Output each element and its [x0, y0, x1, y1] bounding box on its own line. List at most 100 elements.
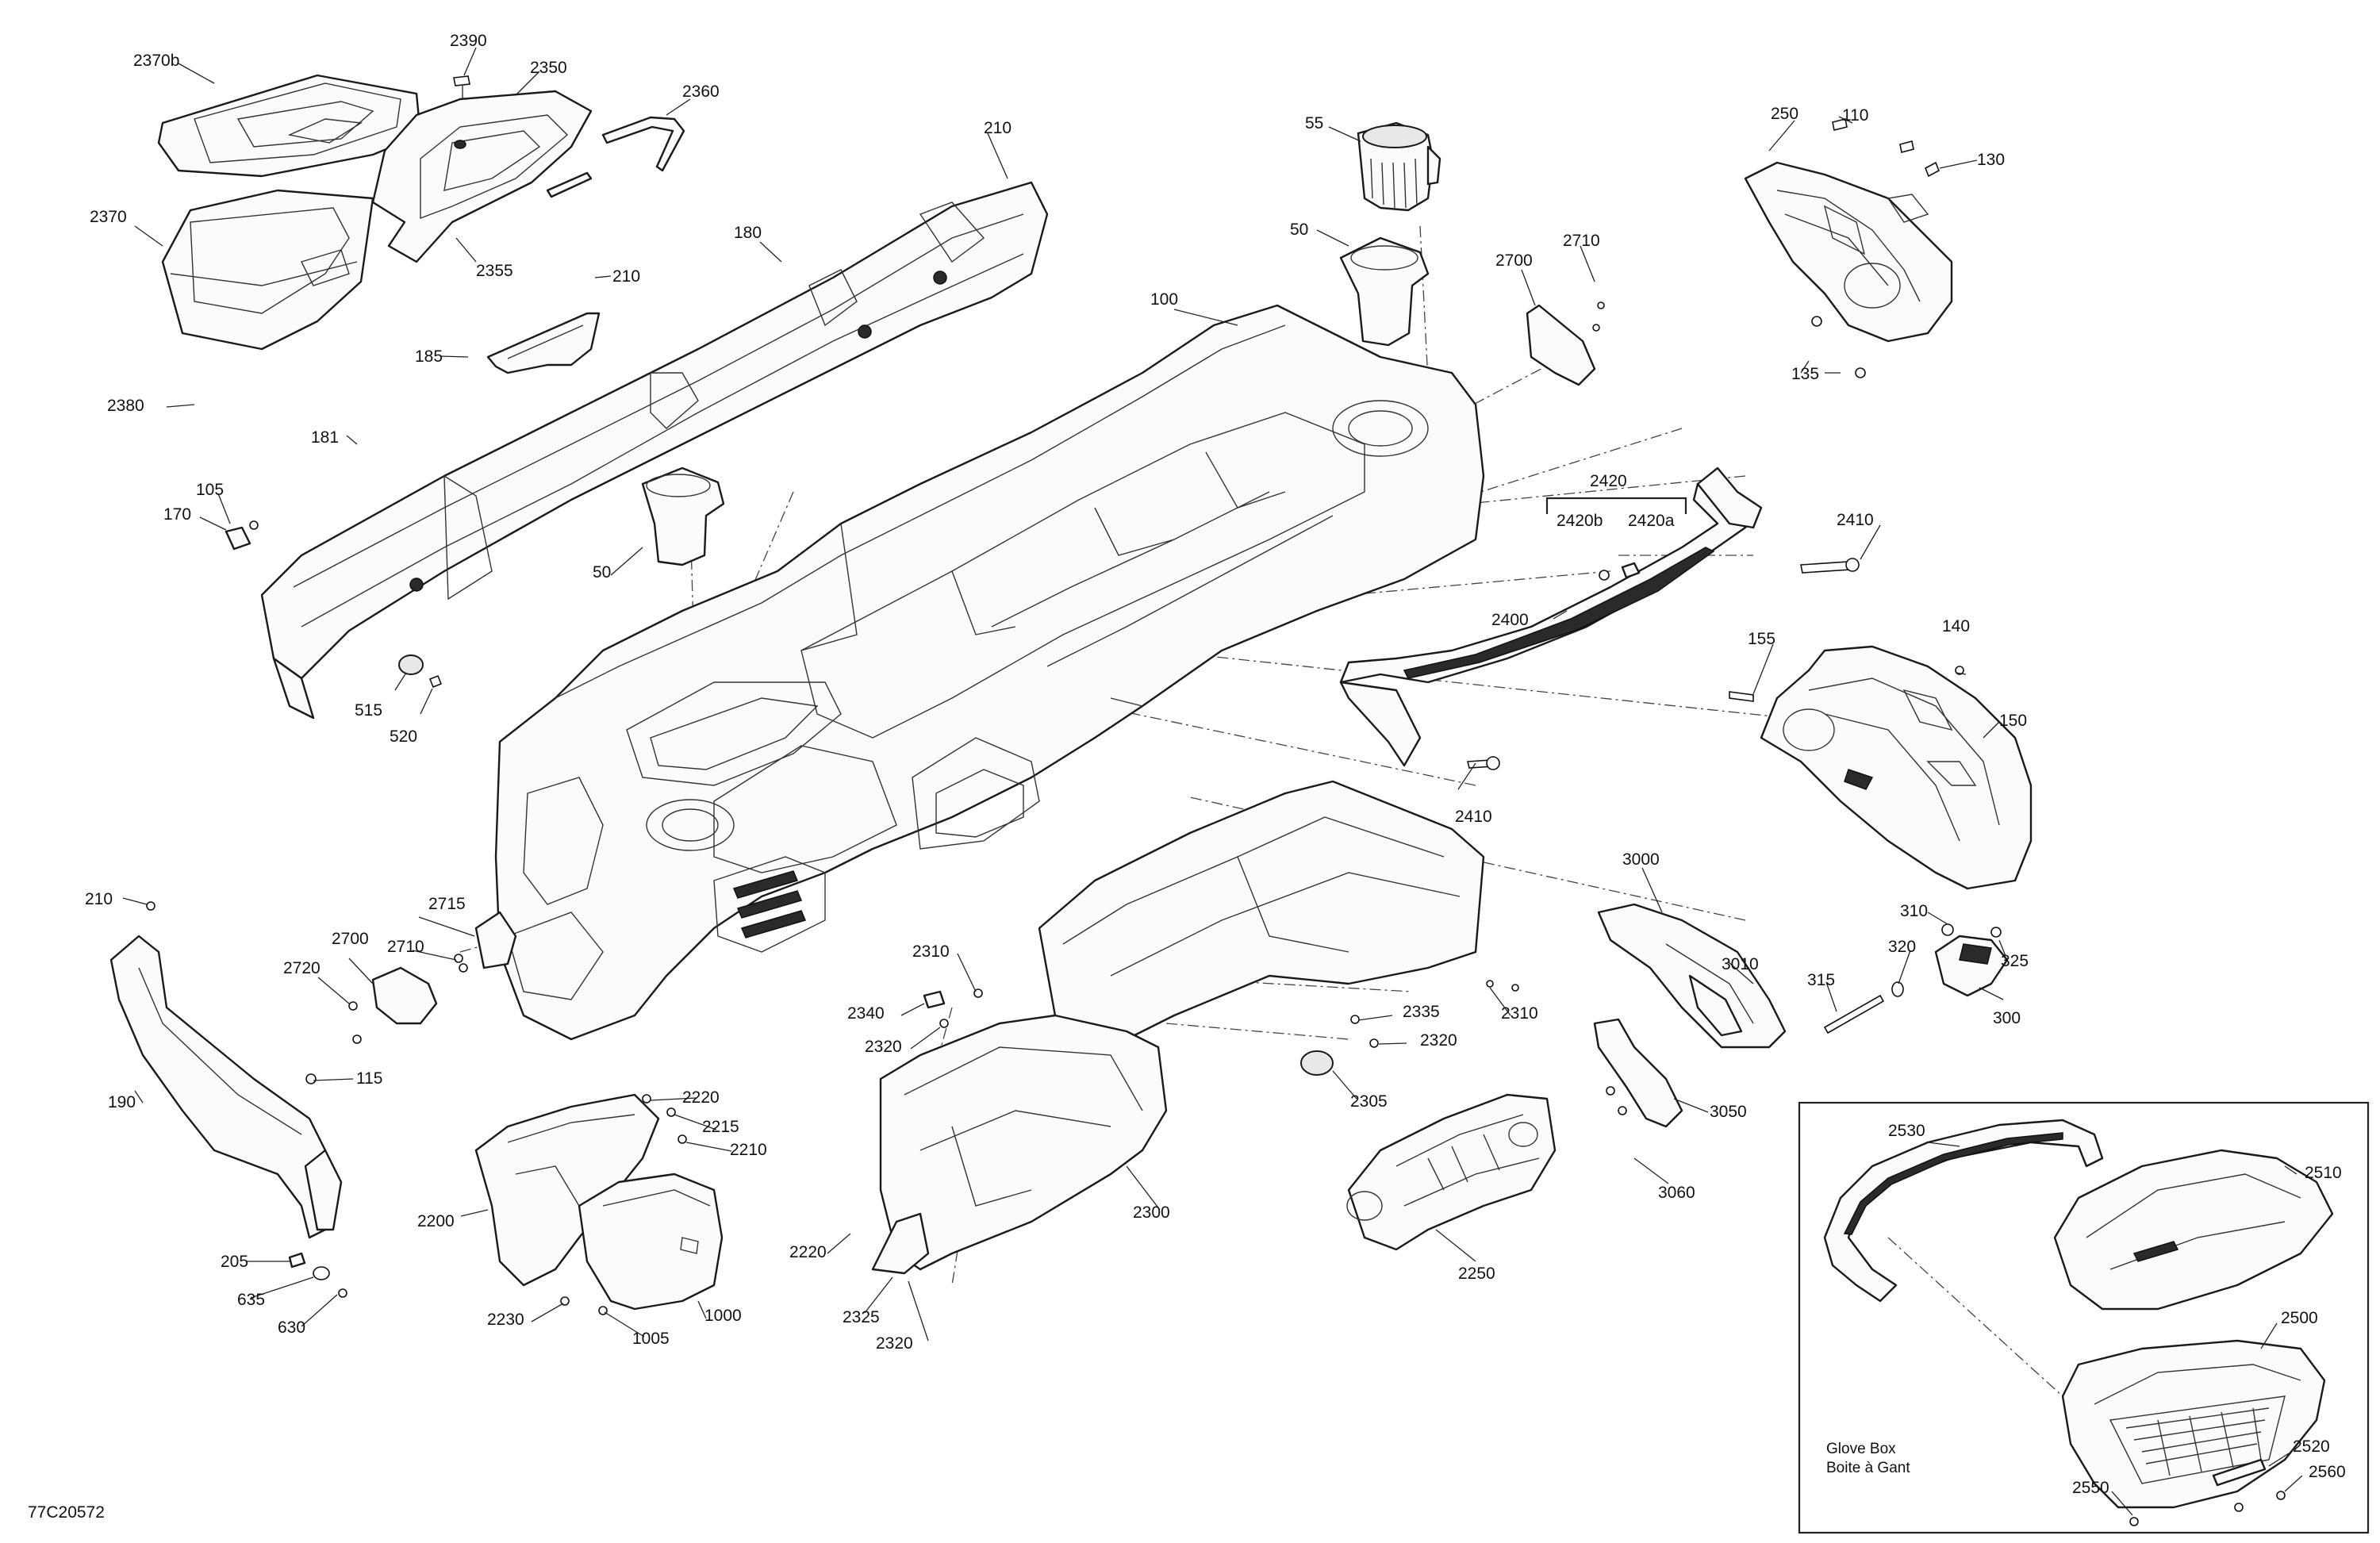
- part-2310-2340-clips: [923, 980, 1519, 1048]
- callout-2320-upper: 2320: [865, 1038, 902, 1056]
- callout-2370: 2370: [90, 208, 127, 226]
- callout-325: 325: [2001, 952, 2029, 970]
- callout-2420a: 2420a: [1628, 512, 1675, 530]
- callout-2335: 2335: [1403, 1003, 1440, 1021]
- part-315-320-bolt: [1823, 981, 1904, 1034]
- part-50-cupholder-left: [641, 466, 725, 566]
- part-2210-2215-2220-fasteners: [560, 1094, 687, 1315]
- part-2360-trim-strip: [546, 116, 685, 198]
- callout-2340: 2340: [847, 1004, 885, 1023]
- glove-box-inset-frame: [1798, 1101, 2370, 1534]
- callout-180: 180: [734, 224, 762, 242]
- callout-1000: 1000: [704, 1307, 742, 1325]
- callout-210-mid: 210: [612, 267, 640, 286]
- callout-105: 105: [196, 481, 224, 499]
- part-2700-bracket-top: [1526, 301, 1605, 386]
- callout-2230: 2230: [487, 1311, 524, 1329]
- part-190-side-bracket: [109, 901, 343, 1239]
- callout-250: 250: [1771, 105, 1798, 123]
- callout-55: 55: [1305, 114, 1323, 132]
- part-2530-handle: [1823, 1119, 2104, 1303]
- callout-315: 315: [1807, 971, 1835, 989]
- callout-130: 130: [1977, 151, 2005, 169]
- callout-135: 135: [1791, 365, 1819, 383]
- part-2510-lid: [2053, 1149, 2334, 1311]
- callout-310: 310: [1900, 902, 1928, 920]
- part-110-130-135-fasteners: [1811, 118, 1940, 378]
- callout-2370b: 2370b: [133, 52, 179, 70]
- part-2305-plug: [1300, 1050, 1334, 1076]
- callout-520: 520: [390, 727, 417, 746]
- callout-2380: 2380: [107, 397, 144, 415]
- inset-caption-french: Boite à Gant: [1826, 1460, 1910, 1476]
- part-2250-vent-panel: [1346, 1093, 1557, 1251]
- callout-2220-upper: 2220: [682, 1088, 720, 1107]
- callout-300: 300: [1993, 1009, 2021, 1027]
- callout-100: 100: [1150, 290, 1178, 309]
- part-2700-bracket-left: [348, 911, 517, 1044]
- part-2390-fastener: [453, 75, 470, 99]
- callout-190: 190: [108, 1093, 136, 1111]
- callout-leader-lines: [122, 47, 2303, 1516]
- callout-2420b: 2420b: [1557, 512, 1603, 530]
- part-155-140-fasteners: [1729, 666, 1964, 702]
- callout-320: 320: [1888, 938, 1916, 956]
- callout-1005: 1005: [632, 1330, 670, 1348]
- part-2300-lower-tray: [871, 780, 1485, 1275]
- part-100-dashboard-body: [494, 304, 1485, 1041]
- part-2370b-lid: [157, 74, 422, 178]
- callout-635: 635: [237, 1291, 265, 1309]
- callout-2210: 2210: [730, 1141, 767, 1159]
- callout-185: 185: [415, 347, 443, 366]
- part-180-dash-rail: [260, 181, 1049, 720]
- callout-2355: 2355: [476, 262, 513, 280]
- callout-3010: 3010: [1722, 955, 1759, 973]
- callout-3060: 3060: [1658, 1184, 1695, 1202]
- callout-170: 170: [163, 505, 191, 524]
- callout-210-left: 210: [85, 890, 113, 908]
- callout-2410-right: 2410: [1837, 511, 1874, 529]
- callout-2550: 2550: [2072, 1479, 2109, 1497]
- part-300-latch: [1934, 923, 2009, 997]
- callout-2320-lower: 2320: [876, 1334, 913, 1353]
- part-3050-bracket: [1593, 1018, 1683, 1128]
- part-2350-gauge-bezel: [371, 90, 593, 263]
- callout-515: 515: [355, 701, 382, 720]
- callout-2300: 2300: [1133, 1203, 1170, 1222]
- callout-2325: 2325: [843, 1308, 880, 1326]
- callout-2700-left: 2700: [332, 930, 369, 948]
- part-170-clip: [225, 520, 259, 551]
- callout-2200: 2200: [417, 1212, 455, 1230]
- callout-50-right: 50: [1290, 221, 1308, 239]
- callout-2720: 2720: [283, 959, 321, 977]
- callout-2710-left: 2710: [387, 938, 424, 956]
- inset-caption-english: Glove Box: [1826, 1441, 1896, 1457]
- callout-2715: 2715: [428, 895, 466, 913]
- part-2420-bracket-set: [1545, 497, 1687, 581]
- callout-2500: 2500: [2281, 1309, 2318, 1327]
- part-250-side-bracket: [1744, 161, 1953, 343]
- callout-630: 630: [278, 1318, 305, 1337]
- callout-210-top: 210: [984, 119, 1012, 137]
- callout-2360: 2360: [682, 83, 720, 101]
- callout-3050: 3050: [1710, 1103, 1747, 1121]
- callout-2390: 2390: [450, 32, 487, 50]
- part-2370-tray: [161, 189, 374, 351]
- part-2500-glove-box: [2061, 1339, 2326, 1509]
- callout-2420: 2420: [1590, 472, 1627, 490]
- callout-150: 150: [1999, 712, 2027, 730]
- part-185-clip-panel: [486, 312, 601, 374]
- part-205-635-630-fasteners: [288, 1252, 347, 1298]
- part-150-side-panel: [1760, 645, 2033, 890]
- callout-110: 110: [1842, 106, 1868, 125]
- callout-140: 140: [1942, 617, 1970, 635]
- callout-2250: 2250: [1458, 1265, 1495, 1283]
- part-515-grommet: [398, 654, 424, 675]
- callout-2220-lower: 2220: [789, 1243, 827, 1261]
- callout-181: 181: [311, 428, 339, 447]
- part-3000-bracket: [1597, 903, 1787, 1049]
- callout-2530: 2530: [1888, 1122, 1925, 1140]
- part-2400-grab-handle: [1339, 466, 1763, 767]
- callout-205: 205: [221, 1253, 248, 1271]
- callout-115: 115: [356, 1069, 382, 1088]
